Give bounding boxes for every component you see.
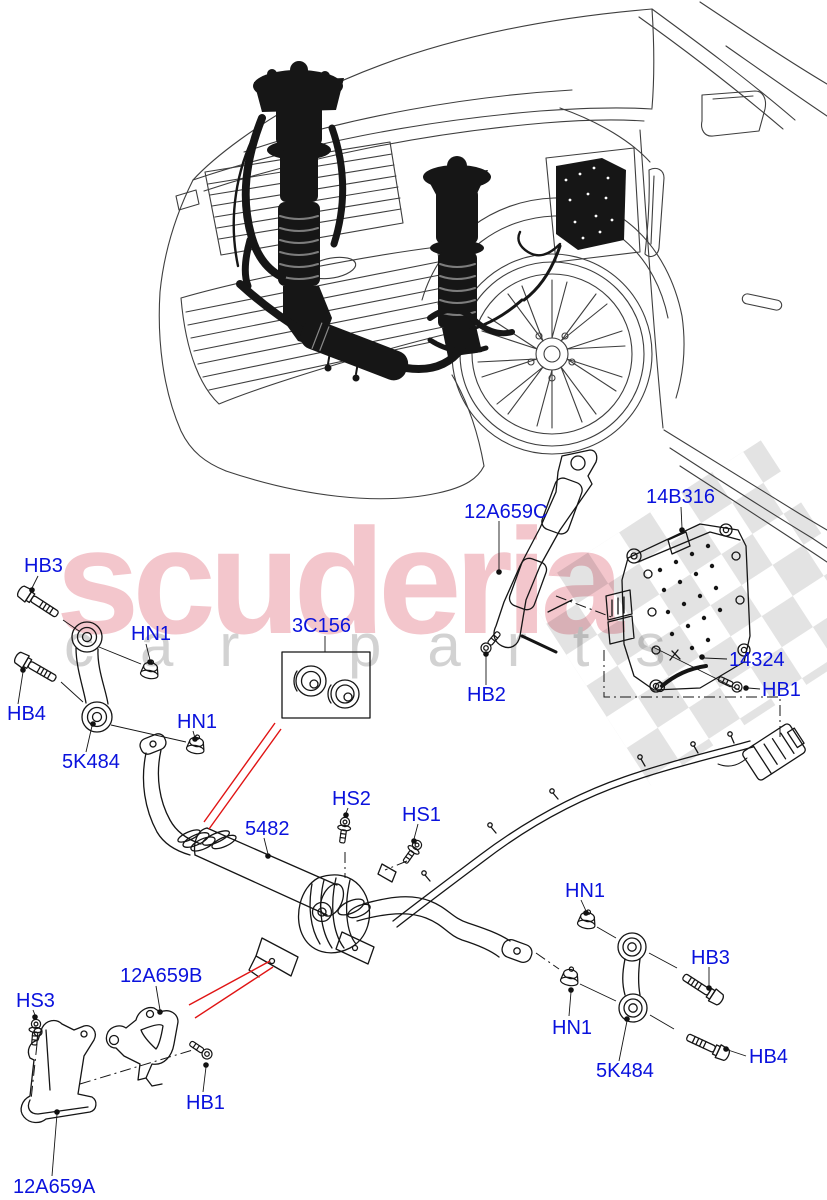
nut-hn1-rear-lower [559,964,582,988]
ground-strap-14324 [652,646,742,693]
callout-link-rear: 5K484 [596,1060,654,1082]
callout-hn1-front-lower: HN1 [177,711,217,733]
callout-hb2: HB2 [467,684,506,706]
callout-hb4-front: HB4 [7,703,46,725]
callout-hn1-rear-lower: HN1 [552,1017,592,1039]
leader-dots [20,527,749,1115]
bolt-hb3-rear [679,969,727,1008]
bolt-hb4-front [11,649,60,686]
bolt-hb1-bracket [186,1038,215,1062]
red-pointer-lines [188,722,282,1019]
dash-dot-lines [30,595,781,1101]
bracket-12a659c [493,449,598,654]
callout-link-front: 5K484 [62,751,120,773]
front-wheel [451,253,653,455]
callout-hs3: HS3 [16,990,55,1012]
callout-hn1-rear-upper: HN1 [565,880,605,902]
harness-clip-bracket [377,863,397,883]
bushing-kit-3c156 [281,651,371,719]
callout-bracket-middle: 12A659B [120,965,202,987]
exploded-view [11,449,806,1124]
callout-hb3-rear: HB3 [691,947,730,969]
leader-lines [17,506,761,1177]
bolt-hb4-rear [683,1029,732,1063]
screw-hs2 [335,815,353,845]
callout-hn1-front-upper: HN1 [131,623,171,645]
watermark-brand: scuderia [56,497,624,665]
screw-hb2 [478,628,504,656]
bracket-12a659a [20,1019,97,1124]
callout-hs1: HS1 [402,804,441,826]
axis-lines [60,619,678,1030]
callout-hb3-front: HB3 [24,555,63,577]
car-dark-components [253,61,626,382]
callout-hb1-module: HB1 [762,679,801,701]
watermark-tagline: car parts [64,612,712,679]
callout-ground-strap: 14324 [729,649,785,671]
callout-hb1-bracket: HB1 [186,1092,225,1114]
callout-bracket-upper: 12A659C [464,501,547,523]
car-actuator-dark [300,166,614,381]
callout-bushing-kit: 3C156 [292,615,351,637]
active-stabilizer-bar [139,733,533,978]
callout-hb4-rear: HB4 [749,1046,788,1068]
callout-labels: HB3 HN1 HB4 5K484 HN1 3C156 12A659C 14B3… [7,486,801,1198]
callout-bracket-lower: 12A659A [13,1176,96,1198]
callout-active-bar: 5482 [245,818,290,840]
harness-connector [742,723,806,781]
callout-control-module: 14B316 [646,486,715,508]
bolt-hb3-front [14,583,62,622]
car-dark-lines [232,114,562,375]
link-rear-5k484 [617,932,648,1023]
bracket-12a659b [105,1006,179,1087]
callout-hs2: HS2 [332,788,371,810]
wiring-harness [392,723,806,928]
bolt-hb1-module [716,673,745,695]
link-front-5k484 [71,621,113,733]
